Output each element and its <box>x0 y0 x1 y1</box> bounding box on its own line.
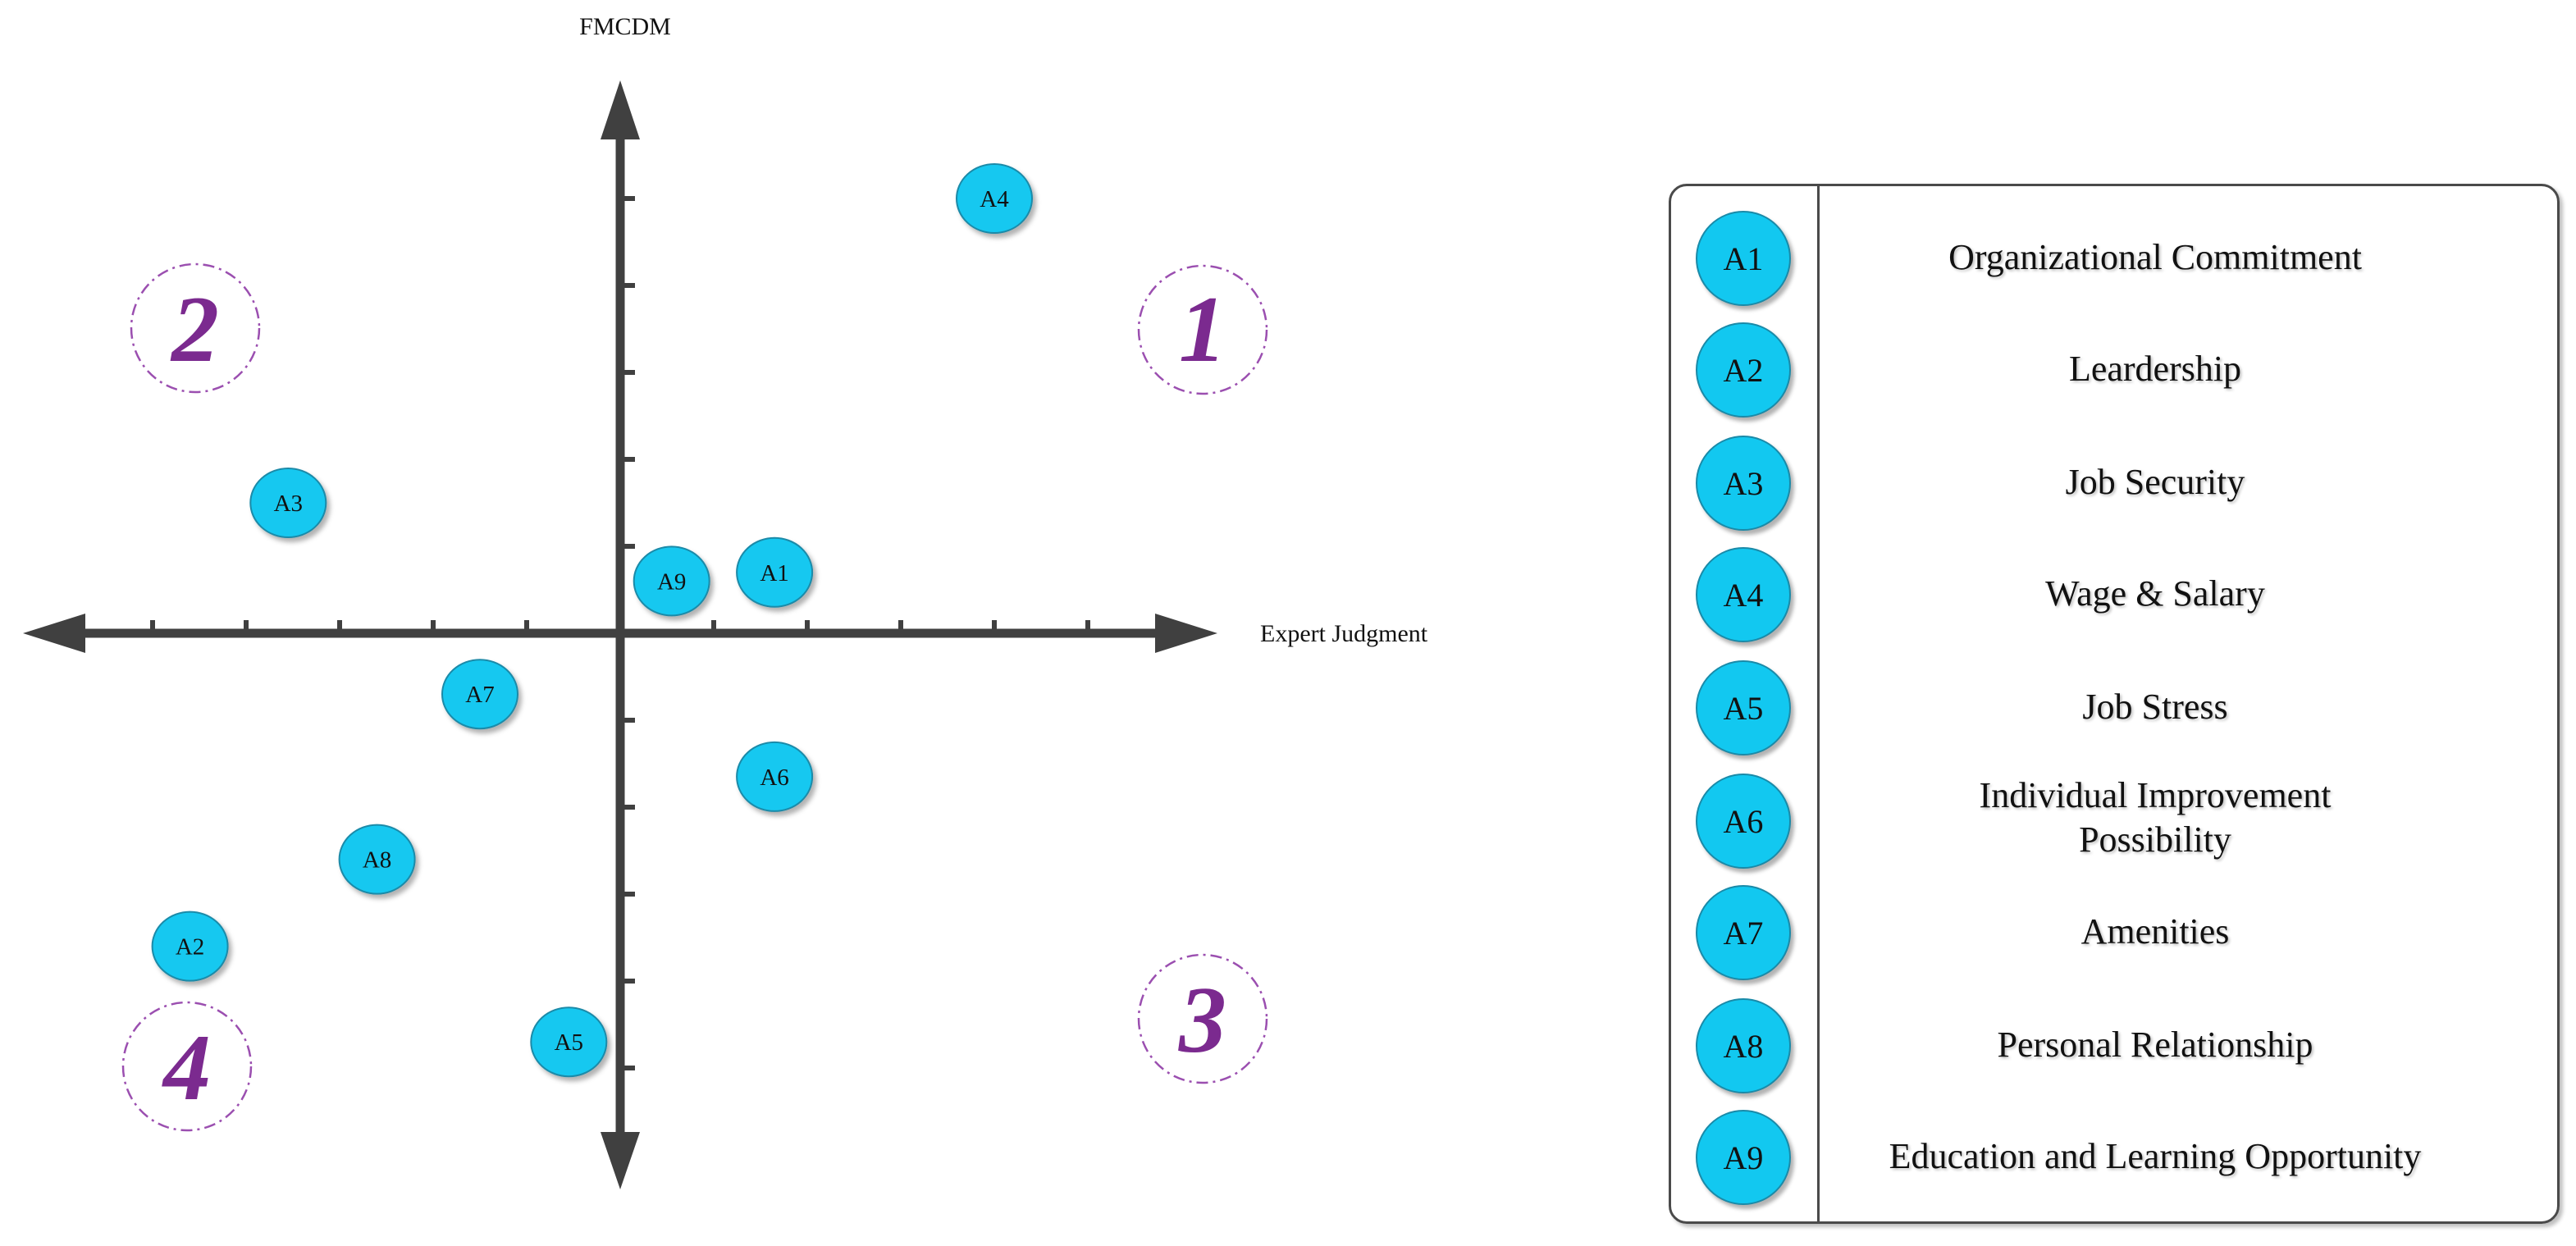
legend-label: Leardership <box>2068 349 2242 389</box>
quadrant-1: 1 <box>1137 264 1268 395</box>
legend-label: Individual Improvement Possibility <box>1979 775 2332 860</box>
x-axis-arrow-left <box>23 614 85 653</box>
point-a9: A9 <box>633 545 710 617</box>
point-marker <box>736 536 814 608</box>
point-a5: A5 <box>530 1006 608 1078</box>
point-a7: A7 <box>441 659 518 730</box>
legend-divider <box>1817 186 1820 1221</box>
x-axis-label: Expert Judgment <box>1260 620 1428 647</box>
point-marker <box>249 468 327 538</box>
legend-badge: A8 <box>1696 998 1791 1093</box>
point-a3: A3 <box>249 468 327 538</box>
point-label: A3 <box>274 491 303 517</box>
point-a4: A4 <box>956 163 1033 234</box>
legend-label: Personal Relationship <box>1997 1025 2313 1065</box>
point-a8: A8 <box>338 824 416 895</box>
point-label: A7 <box>465 682 494 708</box>
quadrant-3-number: 3 <box>1178 968 1226 1073</box>
legend-badge: A3 <box>1696 436 1791 531</box>
legend-badge: A7 <box>1696 885 1791 980</box>
point-label: A9 <box>657 568 686 595</box>
legend-label: Education and Learning Opportunity <box>1889 1136 2422 1176</box>
point-marker <box>530 1006 608 1078</box>
quadrant-1-number: 1 <box>1179 277 1226 382</box>
quadrant-2-ring <box>130 262 261 394</box>
quadrant-3: 3 <box>1137 953 1268 1084</box>
point-label: A2 <box>176 934 204 961</box>
legend-badge: A5 <box>1696 660 1791 755</box>
legend-label: Job Stress <box>2082 687 2228 727</box>
quadrant-2-number: 2 <box>170 277 219 382</box>
x-axis-arrow-right <box>1155 614 1217 653</box>
legend-badge: A1 <box>1696 211 1791 306</box>
point-marker <box>633 545 710 617</box>
axes <box>23 80 1217 1189</box>
point-marker <box>151 911 229 982</box>
point-label: A4 <box>980 186 1009 212</box>
point-marker <box>736 741 814 812</box>
legend-label: Amenities <box>2080 911 2230 952</box>
quadrant-4-number: 4 <box>162 1016 211 1120</box>
legend-badge: A4 <box>1696 547 1791 642</box>
point-label: A8 <box>363 847 391 874</box>
point-label: A6 <box>760 764 788 791</box>
point-marker <box>338 824 416 895</box>
y-axis-label: FMCDM <box>579 13 671 40</box>
point-a2: A2 <box>151 911 229 982</box>
point-a1: A1 <box>736 536 814 608</box>
point-label: A1 <box>760 560 788 586</box>
quadrant-4: 4 <box>121 1001 253 1132</box>
y-axis-ticks <box>620 196 635 1070</box>
point-a6: A6 <box>736 741 814 812</box>
quadrant-2: 2 <box>130 262 261 394</box>
legend-badge: A2 <box>1696 322 1791 418</box>
point-marker <box>956 163 1033 234</box>
legend-badge: A9 <box>1696 1110 1791 1205</box>
legend-badge: A6 <box>1696 774 1791 869</box>
point-label: A5 <box>555 1029 583 1056</box>
legend-label: Job Security <box>2065 462 2245 502</box>
x-axis-ticks <box>150 620 1090 633</box>
quadrant-4-ring <box>121 1001 253 1132</box>
legend-label: Organizational Commitment <box>1948 237 2362 277</box>
legend-label: Wage & Salary <box>2045 573 2265 614</box>
point-marker <box>441 659 518 730</box>
y-axis-arrow-down <box>601 1132 640 1189</box>
y-axis-arrow-up <box>601 80 640 139</box>
quadrant-1-ring <box>1137 264 1268 395</box>
quadrant-3-ring <box>1137 953 1268 1084</box>
